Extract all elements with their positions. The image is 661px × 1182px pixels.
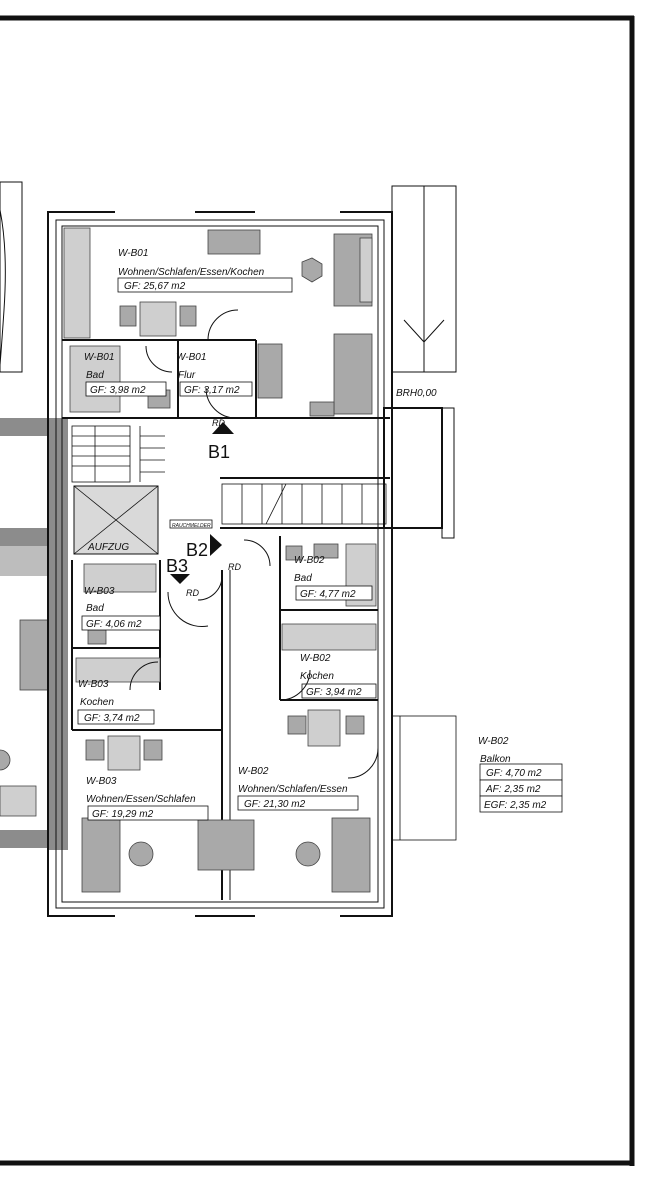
room-type: Wohnen/Schlafen/Essen/Kochen [118, 267, 265, 278]
neighbour-building [0, 181, 68, 850]
elevator-shaft: AUFZUG [73, 485, 159, 555]
room-area: GF: 3,74 m2 [84, 713, 140, 724]
room-w-b02-living: W-B02 Wohnen/Schlafen/Essen GF: 21,30 m2 [237, 766, 359, 811]
room-type: Bad [86, 603, 104, 614]
room-name: W-B01 [118, 248, 148, 259]
balcony-af: AF: 2,35 m2 [485, 784, 541, 795]
room-area: GF: 25,67 m2 [124, 281, 186, 292]
entrance-markers: B1 B2 B3 RD RD RD BRH0,00 [166, 388, 437, 598]
entrance-b3-label: B3 [166, 556, 188, 576]
room-w-b03-living: W-B03 Wohnen/Essen/Schlafen GF: 19,29 m2 [86, 776, 209, 821]
smoke-detector-box [169, 519, 213, 529]
room-name: W-B01 [84, 352, 114, 363]
balcony-gf: GF: 4,70 m2 [486, 768, 542, 779]
room-name: W-B03 [86, 776, 117, 787]
room-type: Kochen [300, 671, 334, 682]
interior-walls [62, 339, 390, 900]
room-type: Balkon [480, 754, 511, 765]
room-w-b02-balcony: W-B02 Balkon GF: 4,70 m2 AF: 2,35 m2 EGF… [478, 736, 563, 813]
room-name: W-B01 [176, 352, 206, 363]
room-name: W-B03 [84, 586, 115, 597]
room-name: W-B02 [294, 555, 325, 566]
brh-label: BRH0,00 [396, 388, 437, 399]
room-w-b01-living: W-B01 Wohnen/Schlafen/Essen/Kochen GF: 2… [117, 248, 293, 293]
furniture-w-b01 [63, 227, 373, 417]
room-area: GF: 3,94 m2 [306, 687, 362, 698]
room-type: Wohnen/Essen/Schlafen [86, 794, 196, 805]
room-w-b03-bath: W-B03 Bad GF: 4,06 m2 [81, 586, 161, 631]
room-name: W-B03 [78, 679, 109, 690]
outer-walls [47, 210, 455, 918]
room-type: Flur [178, 370, 196, 381]
furniture-w-b03 [75, 563, 163, 893]
door-swings [129, 309, 379, 779]
sheet-frame [0, 15, 635, 1166]
smoke-detector-label: RAUCHMELDER [172, 523, 211, 529]
room-w-b03-kitchen: W-B03 Kochen GF: 3,74 m2 [77, 679, 155, 725]
room-type: Bad [86, 370, 104, 381]
stairwell [71, 425, 387, 525]
furniture-w-b02 [197, 543, 377, 893]
room-type: Bad [294, 573, 312, 584]
room-name: W-B02 [478, 736, 509, 747]
room-area: GF: 3,17 m2 [184, 385, 240, 396]
room-area: GF: 3,98 m2 [90, 385, 146, 396]
entrance-b1-label: B1 [208, 442, 230, 462]
elevator-label: AUFZUG [87, 542, 129, 553]
balcony [391, 185, 457, 841]
room-w-b01-bath: W-B01 Bad GF: 3,98 m2 [84, 352, 167, 397]
room-area: GF: 19,29 m2 [92, 809, 154, 820]
balcony-egf: EGF: 2,35 m2 [484, 800, 547, 811]
rd-label-3: RD [228, 562, 241, 572]
rd-label-1: RD [212, 418, 225, 428]
room-w-b02-kitchen: W-B02 Kochen GF: 3,94 m2 [300, 653, 377, 699]
room-type: Wohnen/Schlafen/Essen [238, 784, 348, 795]
room-w-b01-hall: W-B01 Flur GF: 3,17 m2 [176, 352, 253, 397]
rd-label-2: RD [186, 588, 199, 598]
room-area: GF: 4,77 m2 [300, 589, 356, 600]
room-area: GF: 21,30 m2 [244, 799, 306, 810]
room-type: Kochen [80, 697, 114, 708]
room-name: W-B02 [300, 653, 331, 664]
room-w-b02-bath: W-B02 Bad GF: 4,77 m2 [294, 555, 373, 601]
entrance-b2-label: B2 [186, 540, 208, 560]
room-name: W-B02 [238, 766, 269, 777]
room-area: GF: 4,06 m2 [86, 619, 142, 630]
